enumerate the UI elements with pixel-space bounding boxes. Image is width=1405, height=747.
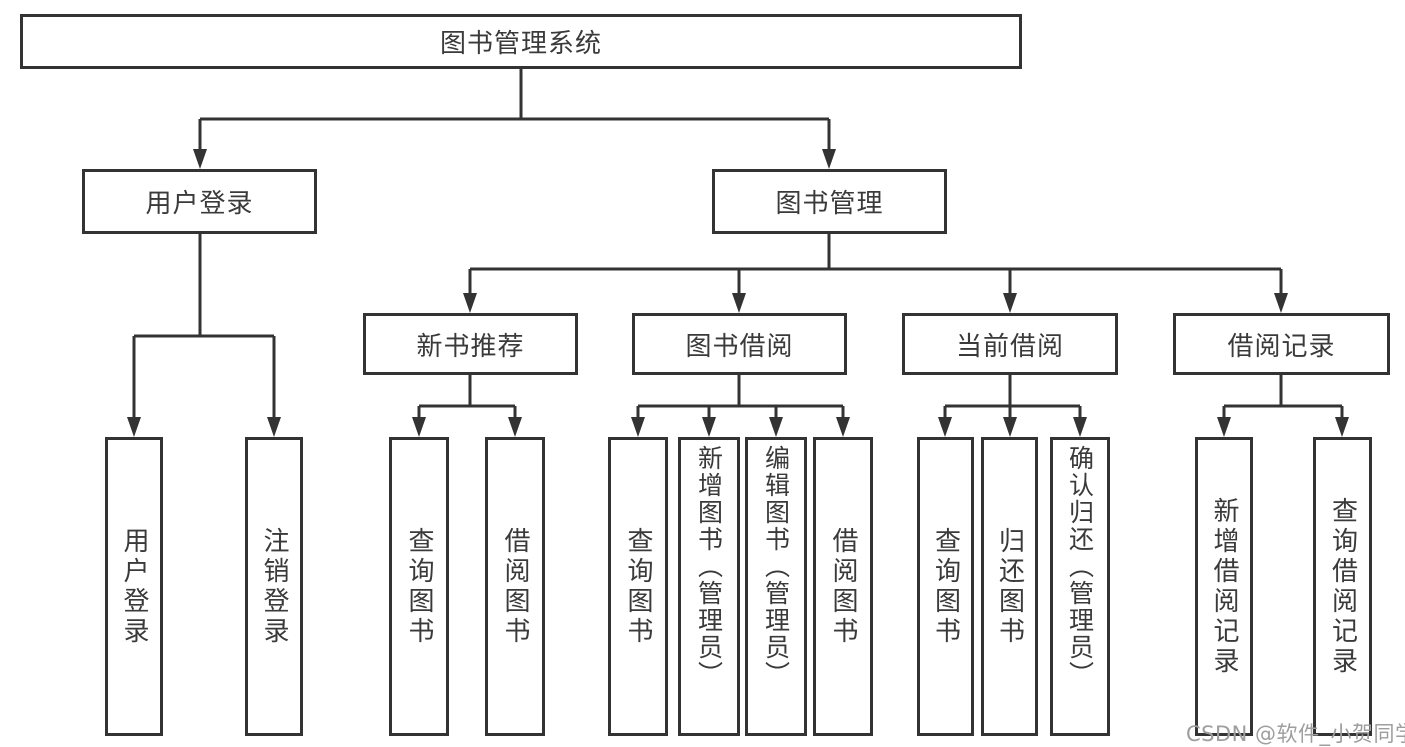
leaf-newbook-borrow-books: 借阅图书 <box>485 437 545 736</box>
node-new-book-recommend: 新书推荐 <box>363 313 578 375</box>
leaf-current-confirm-return-admin: 确认归还（管理员） <box>1050 437 1110 736</box>
leaf-current-return-books: 归还图书 <box>981 437 1038 736</box>
connector-userlogin-to-leaves <box>127 233 281 437</box>
leaf-borrow-edit-books-admin: 编辑图书（管理员） <box>745 437 807 736</box>
leaf-logout: 注销登录 <box>245 437 303 736</box>
node-book-management: 图书管理 <box>712 169 947 234</box>
leaf-user-login: 用户登录 <box>105 437 163 736</box>
leaf-borrow-query-books: 查询图书 <box>608 437 668 736</box>
connector-newbook-to-leaves <box>412 374 522 437</box>
connector-root-to-level2 <box>193 68 836 169</box>
leaf-current-query-books: 查询图书 <box>917 437 974 736</box>
connector-currentborrow-to-leaves <box>938 374 1087 437</box>
leaf-newbook-query-books: 查询图书 <box>389 437 449 736</box>
leaf-borrow-add-books-admin: 新增图书（管理员） <box>678 437 740 736</box>
leaf-borrow-borrow-books: 借阅图书 <box>813 437 873 736</box>
node-library-system-root: 图书管理系统 <box>20 14 1022 69</box>
connector-borrowrecord-to-leaves <box>1217 374 1349 437</box>
node-borrow-record: 借阅记录 <box>1173 313 1390 375</box>
leaf-record-add-borrow-record: 新增借阅记录 <box>1195 437 1253 736</box>
csdn-watermark: CSDN @软件_小贺同学 <box>1186 722 1405 746</box>
node-current-borrow: 当前借阅 <box>902 313 1118 375</box>
connector-bookmgmt-to-level3 <box>463 233 1288 313</box>
connector-bookborrow-to-leaves <box>631 374 850 437</box>
node-user-login: 用户登录 <box>82 169 317 234</box>
node-book-borrow: 图书借阅 <box>632 313 847 375</box>
leaf-record-query-borrow-record: 查询借阅记录 <box>1313 437 1372 736</box>
